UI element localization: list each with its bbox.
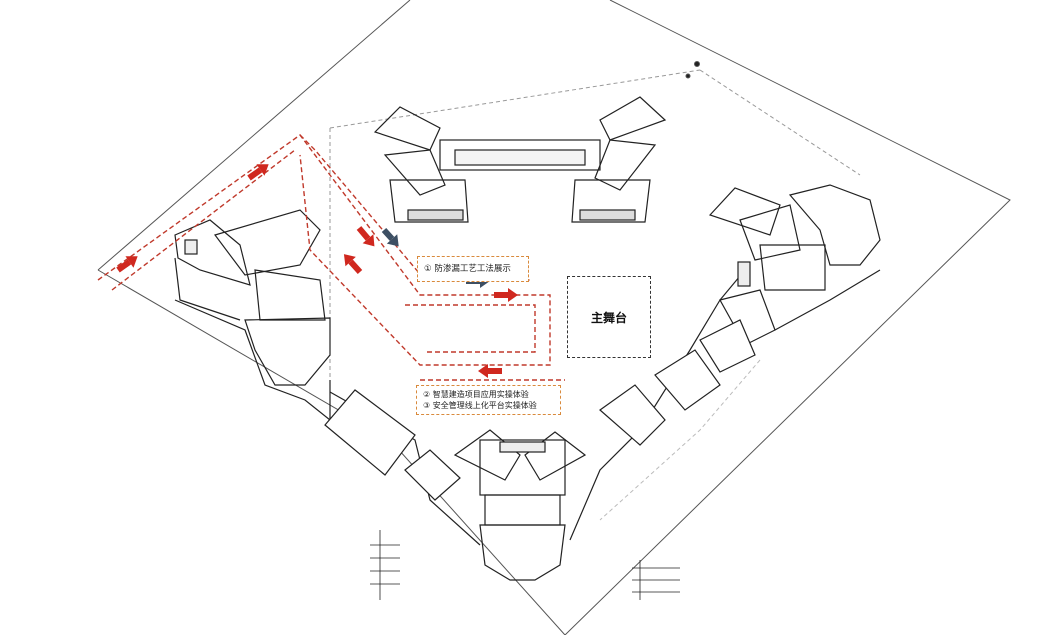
building-bottom <box>453 429 587 581</box>
arrow-left-icon <box>478 364 502 378</box>
arrow-left-icon <box>343 254 363 275</box>
dimension-ticks <box>370 530 680 600</box>
exhibit-label-2: ② 智慧建造项目应用实操体验 ③ 安全管理线上化平台实操体验 <box>416 385 561 415</box>
site-boundary <box>97 0 1011 635</box>
arrow-right-icon <box>356 226 375 247</box>
exhibit-label-2-line2: ③ 安全管理线上化平台实操体验 <box>423 401 537 410</box>
podium-blocks <box>324 319 756 501</box>
arrow-down-right-icon <box>381 227 399 247</box>
building-top <box>373 96 667 223</box>
building-left <box>174 209 331 386</box>
main-stage: 主舞台 <box>567 276 651 358</box>
exhibit-label-2-line1: ② 智慧建造项目应用实操体验 <box>423 390 529 399</box>
route-arrows <box>116 164 518 378</box>
arrow-right-icon <box>116 256 138 273</box>
arrow-right-icon <box>247 164 269 181</box>
building-right <box>708 184 881 346</box>
main-stage-label: 主舞台 <box>590 310 627 325</box>
arrow-right-icon <box>494 288 518 302</box>
exhibit-label-1: ① 防渗漏工艺工法展示 <box>417 256 529 282</box>
exhibit-label-1-text: ① 防渗漏工艺工法展示 <box>424 264 511 274</box>
